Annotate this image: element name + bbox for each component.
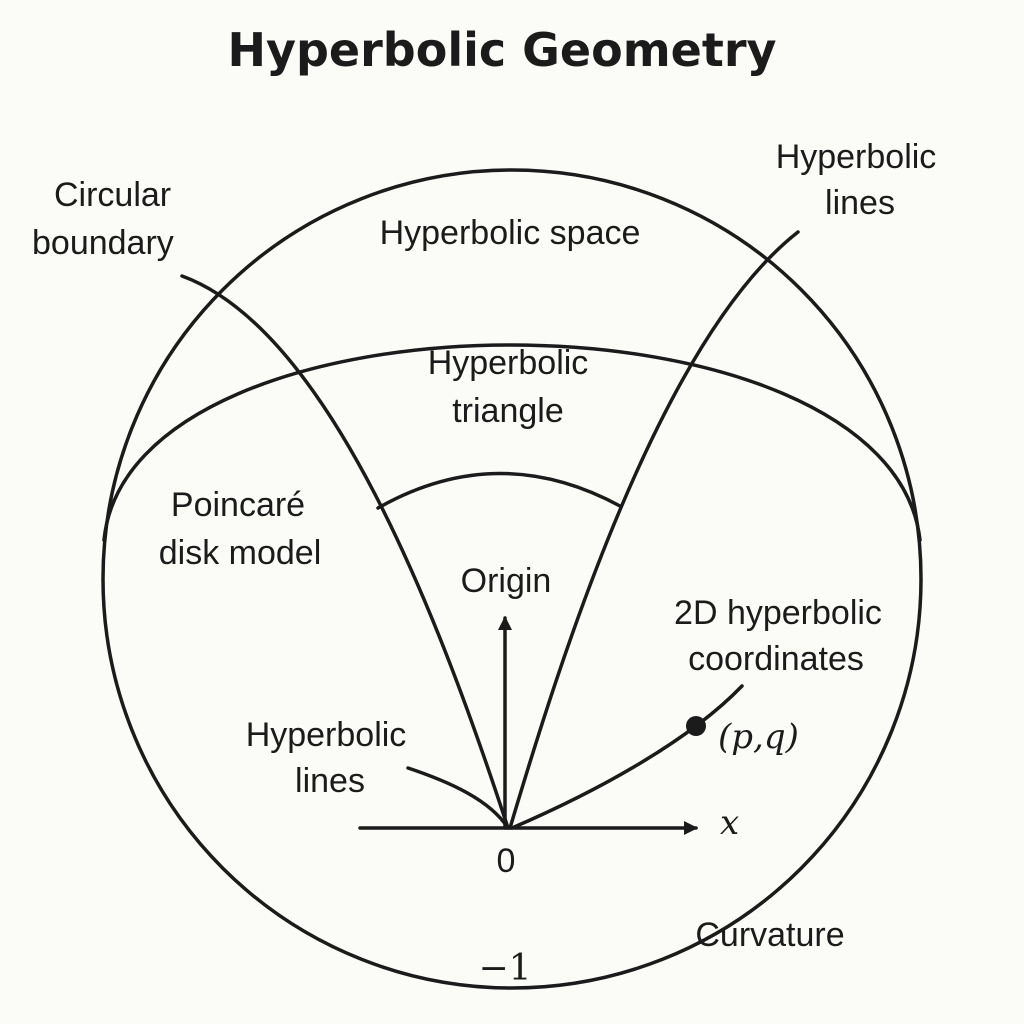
point-pq-label: (p,q) <box>718 717 799 757</box>
page-title: Hyperbolic Geometry <box>228 23 777 77</box>
circular-boundary-label-line1: Circular <box>54 176 171 214</box>
hyperbolic-lines-top-label-line1: Hyperbolic <box>776 138 937 176</box>
x-axis-label: x <box>720 803 739 843</box>
hyperbolic-lines-top-label-line2: lines <box>825 184 895 222</box>
hyperbolic-lines-bottom-label-line2: lines <box>295 762 365 800</box>
hyperbolic-lines-bottom-label-line1: Hyperbolic <box>246 716 407 754</box>
circular-boundary <box>101 168 923 990</box>
coordinates-caption-line2: coordinates <box>688 640 864 678</box>
origin-label: Origin <box>461 562 552 600</box>
hyperbolic-triangle-label-line2: triangle <box>452 392 564 430</box>
point-pq-marker <box>686 716 706 736</box>
hyperbolic-line-bottom-curve <box>406 766 510 830</box>
hyperbolic-triangle-arc <box>376 471 622 510</box>
curvature-label: Curvature <box>695 916 844 954</box>
poincare-disk-label-line1: Poincaré <box>171 486 305 524</box>
circular-boundary-label-line2: boundary <box>32 224 174 262</box>
curvature-value: −1 <box>478 948 531 989</box>
origin-zero-label: 0 <box>497 842 516 880</box>
hyperbolic-space-label: Hyperbolic space <box>380 214 641 252</box>
hyperbolic-line-left <box>180 274 510 830</box>
hyperbolic-line-right <box>508 230 800 830</box>
hyperbolic-coordinate-curve <box>510 684 744 830</box>
poincare-disk-label-line2: disk model <box>159 534 322 572</box>
poincare-disk-ellipse <box>102 343 922 542</box>
coordinates-caption-line1: 2D hyperbolic <box>674 594 882 632</box>
hyperbolic-triangle-label-line1: Hyperbolic <box>428 344 589 382</box>
